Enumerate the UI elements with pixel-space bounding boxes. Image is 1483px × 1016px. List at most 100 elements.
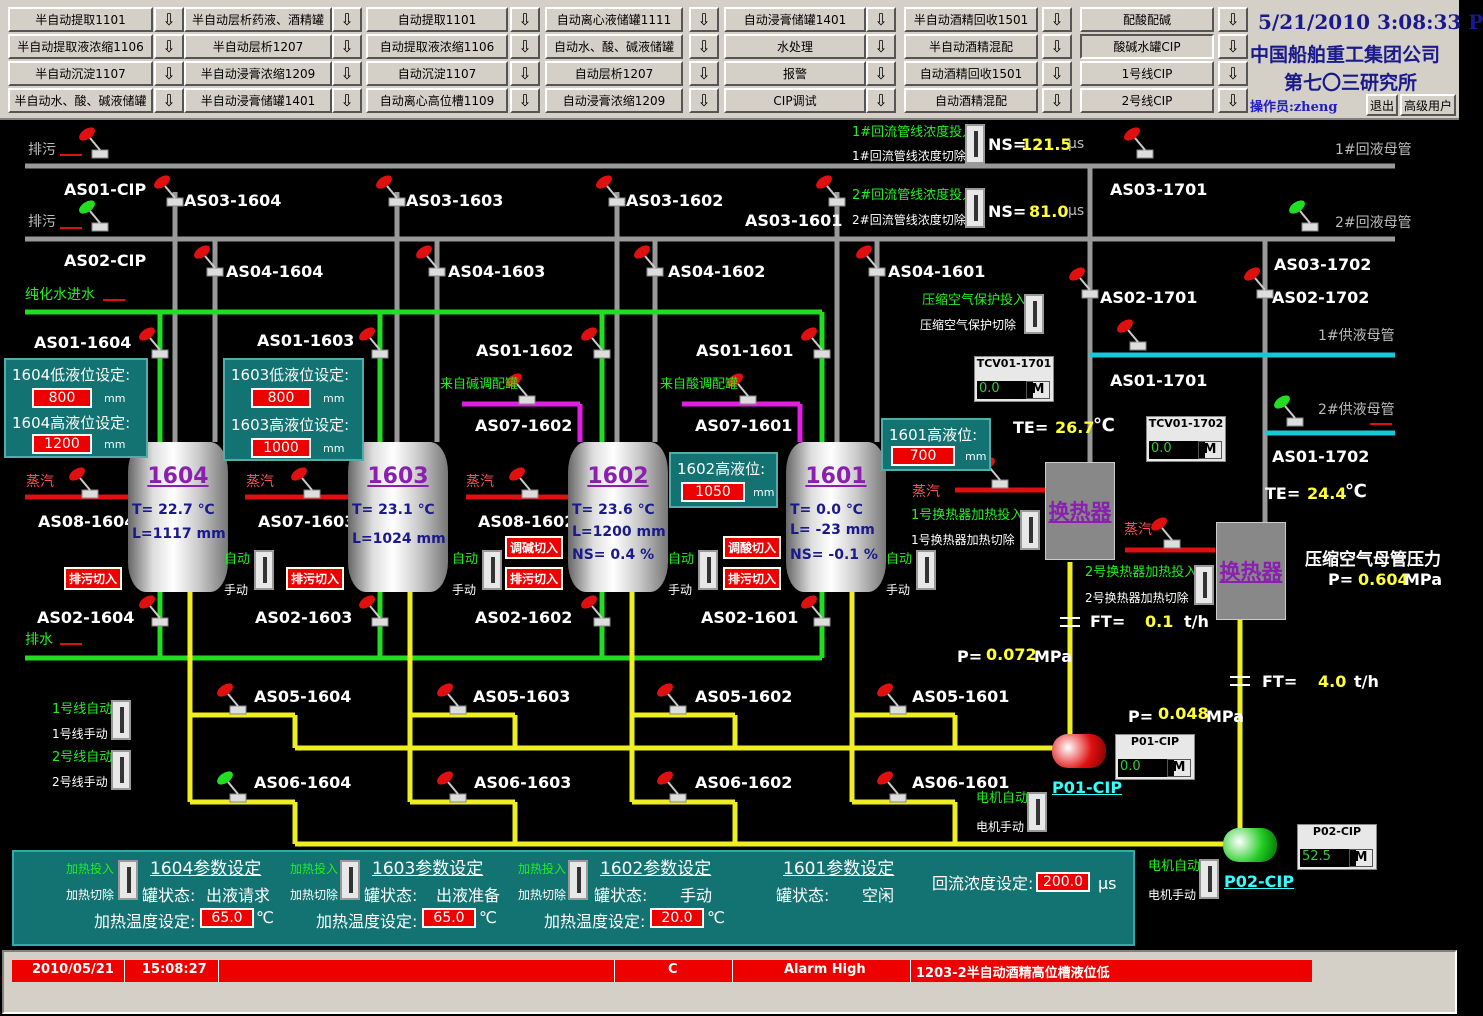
acid-in-button[interactable]: 调酸切入 bbox=[723, 536, 782, 559]
alkali-in-button[interactable]: 调碱切入 bbox=[505, 536, 564, 559]
nav-arrow-button[interactable]: ⇩ bbox=[510, 61, 540, 86]
nav-arrow-button[interactable]: ⇩ bbox=[1218, 61, 1248, 86]
heat-in-label[interactable]: 加热投入 bbox=[66, 862, 115, 876]
tank-1602[interactable]: 1602 T= 23.6 ℃ L=1200 mm NS= 0.4 % bbox=[568, 442, 668, 592]
nav-arrow-button[interactable]: ⇩ bbox=[332, 61, 362, 86]
heat-out-label[interactable]: 加热切除 bbox=[66, 888, 115, 902]
logout-button[interactable]: 退出 bbox=[1366, 94, 1398, 116]
nav-button[interactable]: 半自动提取液浓缩1106 bbox=[8, 34, 153, 59]
nav-arrow-button[interactable]: ⇩ bbox=[1042, 61, 1072, 86]
heat-out-label[interactable]: 加热切除 bbox=[290, 888, 339, 902]
tank-1601[interactable]: 1601 T= 0.0 ℃ L= -23 mm NS= -0.1 % bbox=[786, 442, 886, 592]
advanced-user-button[interactable]: 高级用户 bbox=[1400, 94, 1456, 116]
pump-p02-label[interactable]: P02-CIP bbox=[1224, 872, 1295, 891]
valve-icon[interactable] bbox=[507, 465, 539, 499]
nav-arrow-button[interactable]: ⇩ bbox=[866, 7, 896, 32]
pump-mode-button[interactable]: M bbox=[1349, 849, 1373, 867]
pump-p02[interactable] bbox=[1223, 828, 1277, 862]
nav-arrow-button[interactable]: ⇩ bbox=[510, 88, 540, 113]
nav-arrow-button[interactable]: ⇩ bbox=[866, 61, 896, 86]
nav-arrow-button[interactable]: ⇩ bbox=[689, 88, 719, 113]
nav-button[interactable]: CIP调试 bbox=[724, 88, 866, 113]
valve-icon[interactable] bbox=[1122, 125, 1154, 159]
pump-p01[interactable] bbox=[1052, 734, 1106, 768]
hx2-in-label[interactable]: 2号换热器加热投入 bbox=[1085, 565, 1198, 580]
valve-icon[interactable] bbox=[594, 173, 626, 207]
heat-switch[interactable] bbox=[118, 860, 138, 900]
valve-icon[interactable] bbox=[289, 465, 321, 499]
nav-button[interactable]: 半自动酒精混配 bbox=[904, 34, 1038, 59]
nav-button[interactable]: 自动水、酸、碱液储罐 bbox=[545, 34, 683, 59]
auto-manual-switch[interactable] bbox=[482, 550, 502, 590]
ns2-in-label[interactable]: 2#回流管线浓度投入 bbox=[852, 188, 976, 203]
nav-button[interactable]: 自动离心液储罐1111 bbox=[545, 7, 683, 32]
air-switch[interactable] bbox=[1024, 294, 1044, 334]
pump-p01-panel[interactable]: P01-CIP 0.0 M bbox=[1115, 734, 1195, 780]
heat-temp-input[interactable]: 20.0 bbox=[650, 908, 704, 928]
nav-button[interactable]: 2号线CIP bbox=[1080, 88, 1214, 113]
valve-icon[interactable] bbox=[1067, 265, 1099, 299]
nav-button[interactable]: 1号线CIP bbox=[1080, 61, 1214, 86]
pump-p02-panel[interactable]: P02-CIP 52.5 M bbox=[1297, 824, 1377, 870]
nav-arrow-button[interactable]: ⇩ bbox=[866, 88, 896, 113]
nav-arrow-button[interactable]: ⇩ bbox=[332, 7, 362, 32]
tcv-1702[interactable]: TCV01-1702 0.0 M bbox=[1146, 416, 1226, 462]
air-in-label[interactable]: 压缩空气保护投入 bbox=[922, 293, 1027, 308]
nav-button[interactable]: 半自动酒精回收1501 bbox=[904, 7, 1038, 32]
nav-arrow-button[interactable]: ⇩ bbox=[154, 61, 184, 86]
nav-button[interactable]: 半自动层析1207 bbox=[184, 34, 332, 59]
nav-arrow-button[interactable]: ⇩ bbox=[1218, 7, 1248, 32]
valve-icon[interactable] bbox=[414, 243, 446, 277]
tcv-1701[interactable]: TCV01-1701 0.0 M bbox=[974, 356, 1054, 402]
motor-switch-p01[interactable] bbox=[1027, 792, 1047, 832]
heat-out-label[interactable]: 加热切除 bbox=[518, 888, 567, 902]
pump-p01-label[interactable]: P01-CIP bbox=[1052, 778, 1123, 797]
valve-icon[interactable] bbox=[357, 325, 389, 359]
hx1-out-label[interactable]: 1号换热器加热切除 bbox=[911, 533, 1015, 547]
valve-icon[interactable] bbox=[854, 243, 886, 277]
ns1-switch[interactable] bbox=[965, 124, 985, 164]
nav-arrow-button[interactable]: ⇩ bbox=[689, 7, 719, 32]
valve-icon[interactable] bbox=[77, 125, 109, 159]
nav-button[interactable]: 自动浸膏储罐1401 bbox=[724, 7, 866, 32]
valve-icon[interactable] bbox=[579, 593, 611, 627]
nav-arrow-button[interactable]: ⇩ bbox=[689, 34, 719, 59]
high-level-input[interactable]: 1000 bbox=[251, 438, 311, 458]
valve-icon[interactable] bbox=[435, 769, 467, 803]
line2-switch[interactable] bbox=[111, 750, 131, 790]
nav-arrow-button[interactable]: ⇩ bbox=[1042, 34, 1072, 59]
valve-icon[interactable] bbox=[192, 243, 224, 277]
low-level-input[interactable]: 800 bbox=[251, 388, 311, 408]
valve-icon[interactable] bbox=[799, 325, 831, 359]
valve-icon[interactable] bbox=[374, 173, 406, 207]
nav-arrow-button[interactable]: ⇩ bbox=[689, 61, 719, 86]
drain-in-button[interactable]: 排污切入 bbox=[723, 567, 782, 590]
valve-icon[interactable] bbox=[77, 198, 109, 232]
valve-icon[interactable] bbox=[725, 371, 757, 405]
heat-switch[interactable] bbox=[568, 860, 588, 900]
valve-icon[interactable] bbox=[814, 173, 846, 207]
nav-arrow-button[interactable]: ⇩ bbox=[1042, 88, 1072, 113]
valve-icon[interactable] bbox=[1287, 198, 1319, 232]
ns1-out-label[interactable]: 1#回流管线浓度切除 bbox=[852, 149, 966, 163]
ns2-switch[interactable] bbox=[965, 188, 985, 228]
auto-manual-switch[interactable] bbox=[916, 550, 936, 590]
hx2-out-label[interactable]: 2号换热器加热切除 bbox=[1085, 591, 1189, 605]
heat-switch[interactable] bbox=[340, 860, 360, 900]
heat-temp-input[interactable]: 65.0 bbox=[422, 908, 476, 928]
motor-switch-p02[interactable] bbox=[1199, 859, 1219, 899]
valve-icon[interactable] bbox=[67, 465, 99, 499]
nav-button[interactable]: 半自动浸膏储罐1401 bbox=[184, 88, 332, 113]
valve-icon[interactable] bbox=[1272, 393, 1304, 427]
air-out-label[interactable]: 压缩空气保护切除 bbox=[920, 318, 1017, 332]
nav-button[interactable]: 半自动提取1101 bbox=[8, 7, 153, 32]
hx1-in-label[interactable]: 1号换热器加热投入 bbox=[911, 508, 1024, 523]
tcv-mode-button[interactable]: M bbox=[1198, 441, 1222, 459]
nav-arrow-button[interactable]: ⇩ bbox=[1042, 7, 1072, 32]
nav-button[interactable]: 半自动沉淀1107 bbox=[8, 61, 153, 86]
nav-arrow-button[interactable]: ⇩ bbox=[154, 34, 184, 59]
high-level-input[interactable]: 1050 bbox=[681, 482, 745, 502]
nav-button[interactable]: 半自动水、酸、碱液储罐 bbox=[8, 88, 153, 113]
ns1-in-label[interactable]: 1#回流管线浓度投入 bbox=[852, 125, 976, 140]
valve-icon[interactable] bbox=[435, 681, 467, 715]
